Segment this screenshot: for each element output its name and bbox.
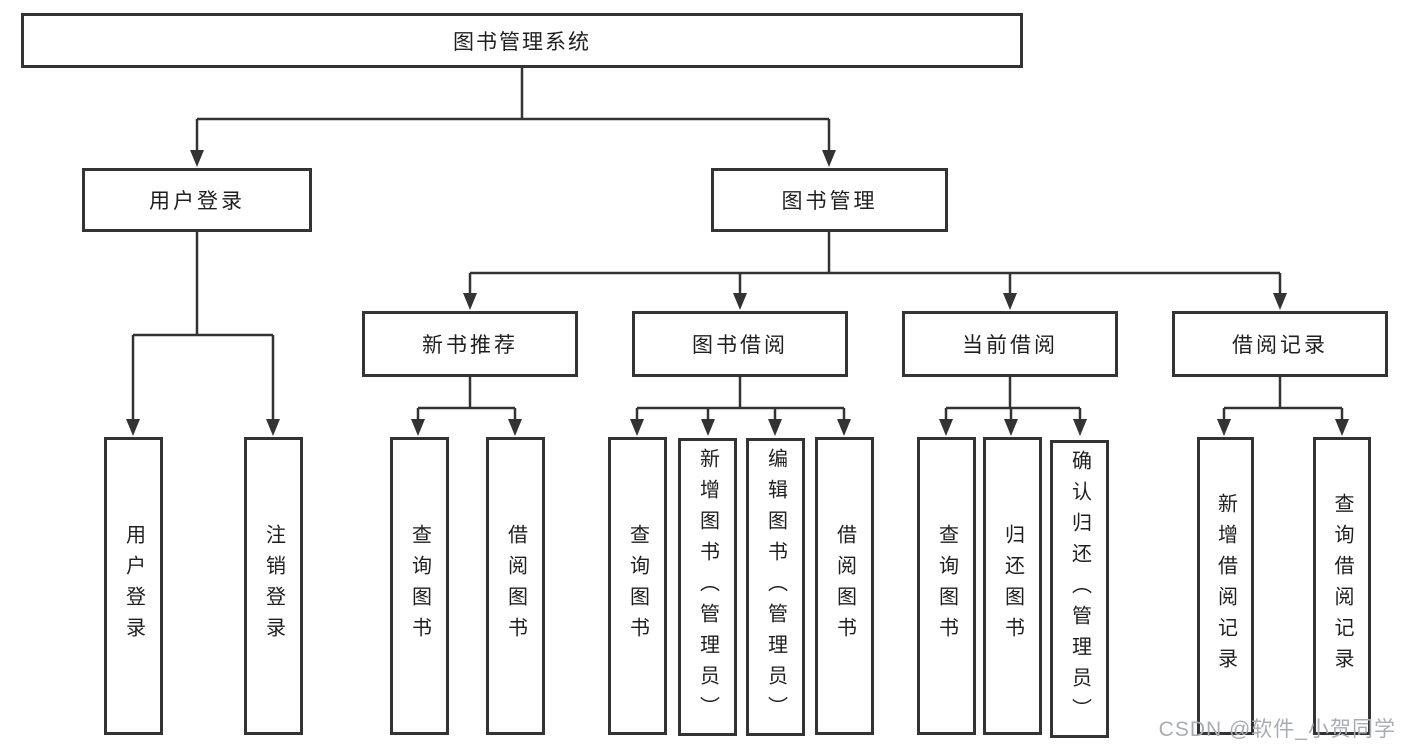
connector-path (635, 377, 846, 421)
leaf-borrowing-edit-books-admin-label: 编辑图书（管理员） (764, 447, 787, 727)
node-book-borrowing-label: 图书借阅 (692, 334, 788, 357)
leaf-current-query-books: 查询图书 (917, 437, 976, 735)
leaf-logout: 注销登录 (244, 437, 303, 735)
node-new-book-recommend: 新书推荐 (362, 311, 578, 377)
leaf-current-query-books-label: 查询图书 (935, 524, 958, 648)
node-new-book-recommend-label: 新书推荐 (422, 334, 518, 357)
leaf-records-query-record: 查询借阅记录 (1313, 437, 1371, 735)
leaf-current-confirm-return-admin: 确认归还（管理员） (1050, 440, 1109, 738)
leaf-borrowing-query-books-label: 查询图书 (626, 524, 649, 648)
node-book-management-label: 图书管理 (781, 190, 878, 213)
leaf-user-login: 用户登录 (104, 437, 163, 735)
watermark: CSDN @软件_小贺同学 (1158, 718, 1396, 741)
connector-path (131, 232, 275, 421)
leaf-current-confirm-return-admin-label: 确认归还（管理员） (1068, 449, 1091, 729)
node-root: 图书管理系统 (21, 13, 1023, 68)
connector-path (416, 377, 517, 421)
leaf-logout-label: 注销登录 (262, 524, 285, 648)
connector-path (195, 68, 831, 152)
leaf-recommend-query-books-label: 查询图书 (408, 524, 431, 648)
node-root-label: 图书管理系统 (453, 30, 591, 54)
connector-path (944, 377, 1082, 421)
node-user-login: 用户登录 (82, 168, 312, 232)
node-borrowing-records: 借阅记录 (1172, 311, 1388, 377)
leaf-borrowing-add-books-admin-label: 新增图书（管理员） (696, 447, 719, 727)
node-user-login-label: 用户登录 (149, 190, 245, 213)
leaf-current-return-books: 归还图书 (983, 437, 1042, 735)
leaf-records-query-record-label: 查询借阅记录 (1331, 493, 1353, 679)
node-book-borrowing: 图书借阅 (632, 311, 848, 377)
leaf-borrowing-borrow-books: 借阅图书 (815, 437, 874, 735)
leaf-borrowing-edit-books-admin: 编辑图书（管理员） (746, 438, 805, 736)
leaf-current-return-books-label: 归还图书 (1001, 524, 1024, 648)
leaf-user-login-label: 用户登录 (122, 524, 145, 648)
node-current-borrowing: 当前借阅 (902, 311, 1118, 377)
node-current-borrowing-label: 当前借阅 (962, 334, 1058, 357)
leaf-recommend-query-books: 查询图书 (390, 437, 449, 735)
connector-path (468, 232, 1282, 295)
leaf-recommend-borrow-books: 借阅图书 (486, 437, 545, 735)
leaf-borrowing-borrow-books-label: 借阅图书 (833, 524, 856, 648)
leaf-recommend-borrow-books-label: 借阅图书 (504, 524, 527, 648)
arrowheads (126, 150, 1349, 436)
node-book-management: 图书管理 (711, 168, 948, 232)
leaf-borrowing-query-books: 查询图书 (608, 437, 667, 735)
connector-path (1222, 377, 1344, 421)
leaf-borrowing-add-books-admin: 新增图书（管理员） (678, 438, 737, 736)
node-borrowing-records-label: 借阅记录 (1232, 334, 1328, 357)
leaf-records-add-record-label: 新增借阅记录 (1214, 493, 1237, 679)
leaf-records-add-record: 新增借阅记录 (1197, 437, 1254, 735)
